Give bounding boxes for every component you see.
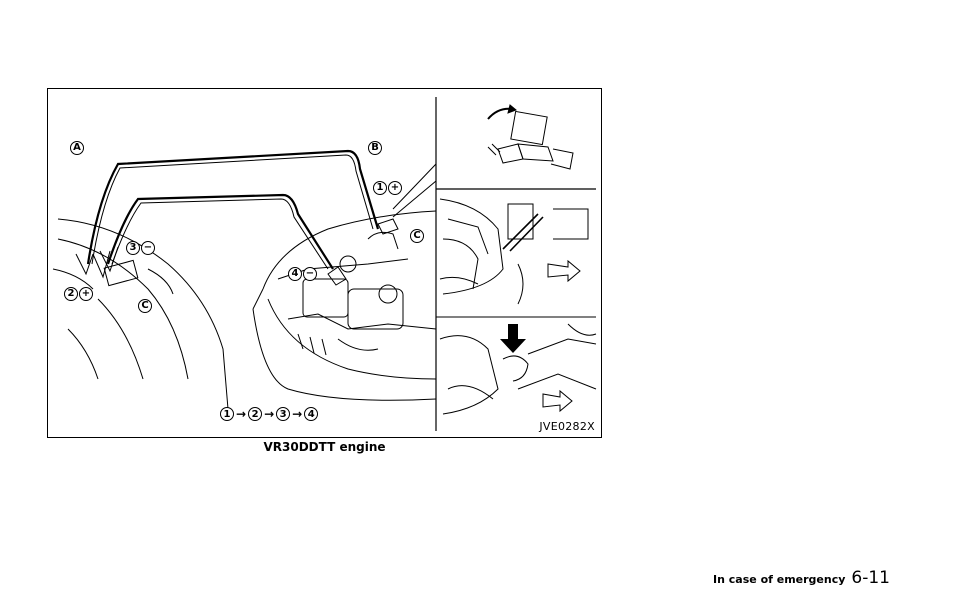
callout-c-right: C: [410, 229, 424, 243]
callout-1-number: 1: [373, 181, 387, 195]
minus-icon: −: [303, 267, 317, 281]
sequence-step-1: 1: [220, 407, 234, 421]
plus-icon: +: [79, 287, 93, 301]
section-title: In case of emergency: [713, 573, 846, 586]
callout-b-label: B: [368, 141, 382, 155]
callout-c-left: C: [138, 299, 152, 313]
callout-4-number: 4: [288, 267, 302, 281]
callout-3-number: 3: [126, 241, 140, 255]
figure-caption: VR30DDTT engine: [263, 440, 386, 454]
minus-icon: −: [141, 241, 155, 255]
page-footer: In case of emergency 6-11: [713, 568, 890, 588]
sequence-step-2: 2: [248, 407, 263, 421]
page-number: 6-11: [851, 568, 890, 588]
image-code: JVE0282X: [539, 420, 595, 433]
down-arrow-icon: [500, 324, 526, 353]
connection-sequence: 1 → 2 → 3 → 4: [220, 407, 319, 421]
callout-3-minus: 3 −: [126, 241, 155, 255]
callout-b: B: [368, 141, 382, 155]
sequence-step-3: 3: [276, 407, 291, 421]
callout-c-right-label: C: [410, 229, 424, 243]
engine-illustration: [52, 97, 597, 431]
sequence-step-4: 4: [304, 407, 319, 421]
callout-2-plus: 2 +: [64, 287, 93, 301]
callout-a: A: [70, 141, 84, 155]
sequence-arrow-icon: →: [292, 407, 303, 421]
sequence-arrow-icon: →: [264, 407, 275, 421]
sequence-arrow-icon: →: [236, 407, 247, 421]
callout-4-minus: 4 −: [288, 267, 317, 281]
callout-a-label: A: [70, 141, 84, 155]
callout-2-number: 2: [64, 287, 78, 301]
plus-icon: +: [388, 181, 402, 195]
callout-1-plus: 1 +: [373, 181, 402, 195]
jump-start-figure: A B 1 + C 3 − 2 + C 4 − 1 → 2 → 3 → 4 JV…: [47, 88, 602, 438]
callout-c-left-label: C: [138, 299, 152, 313]
